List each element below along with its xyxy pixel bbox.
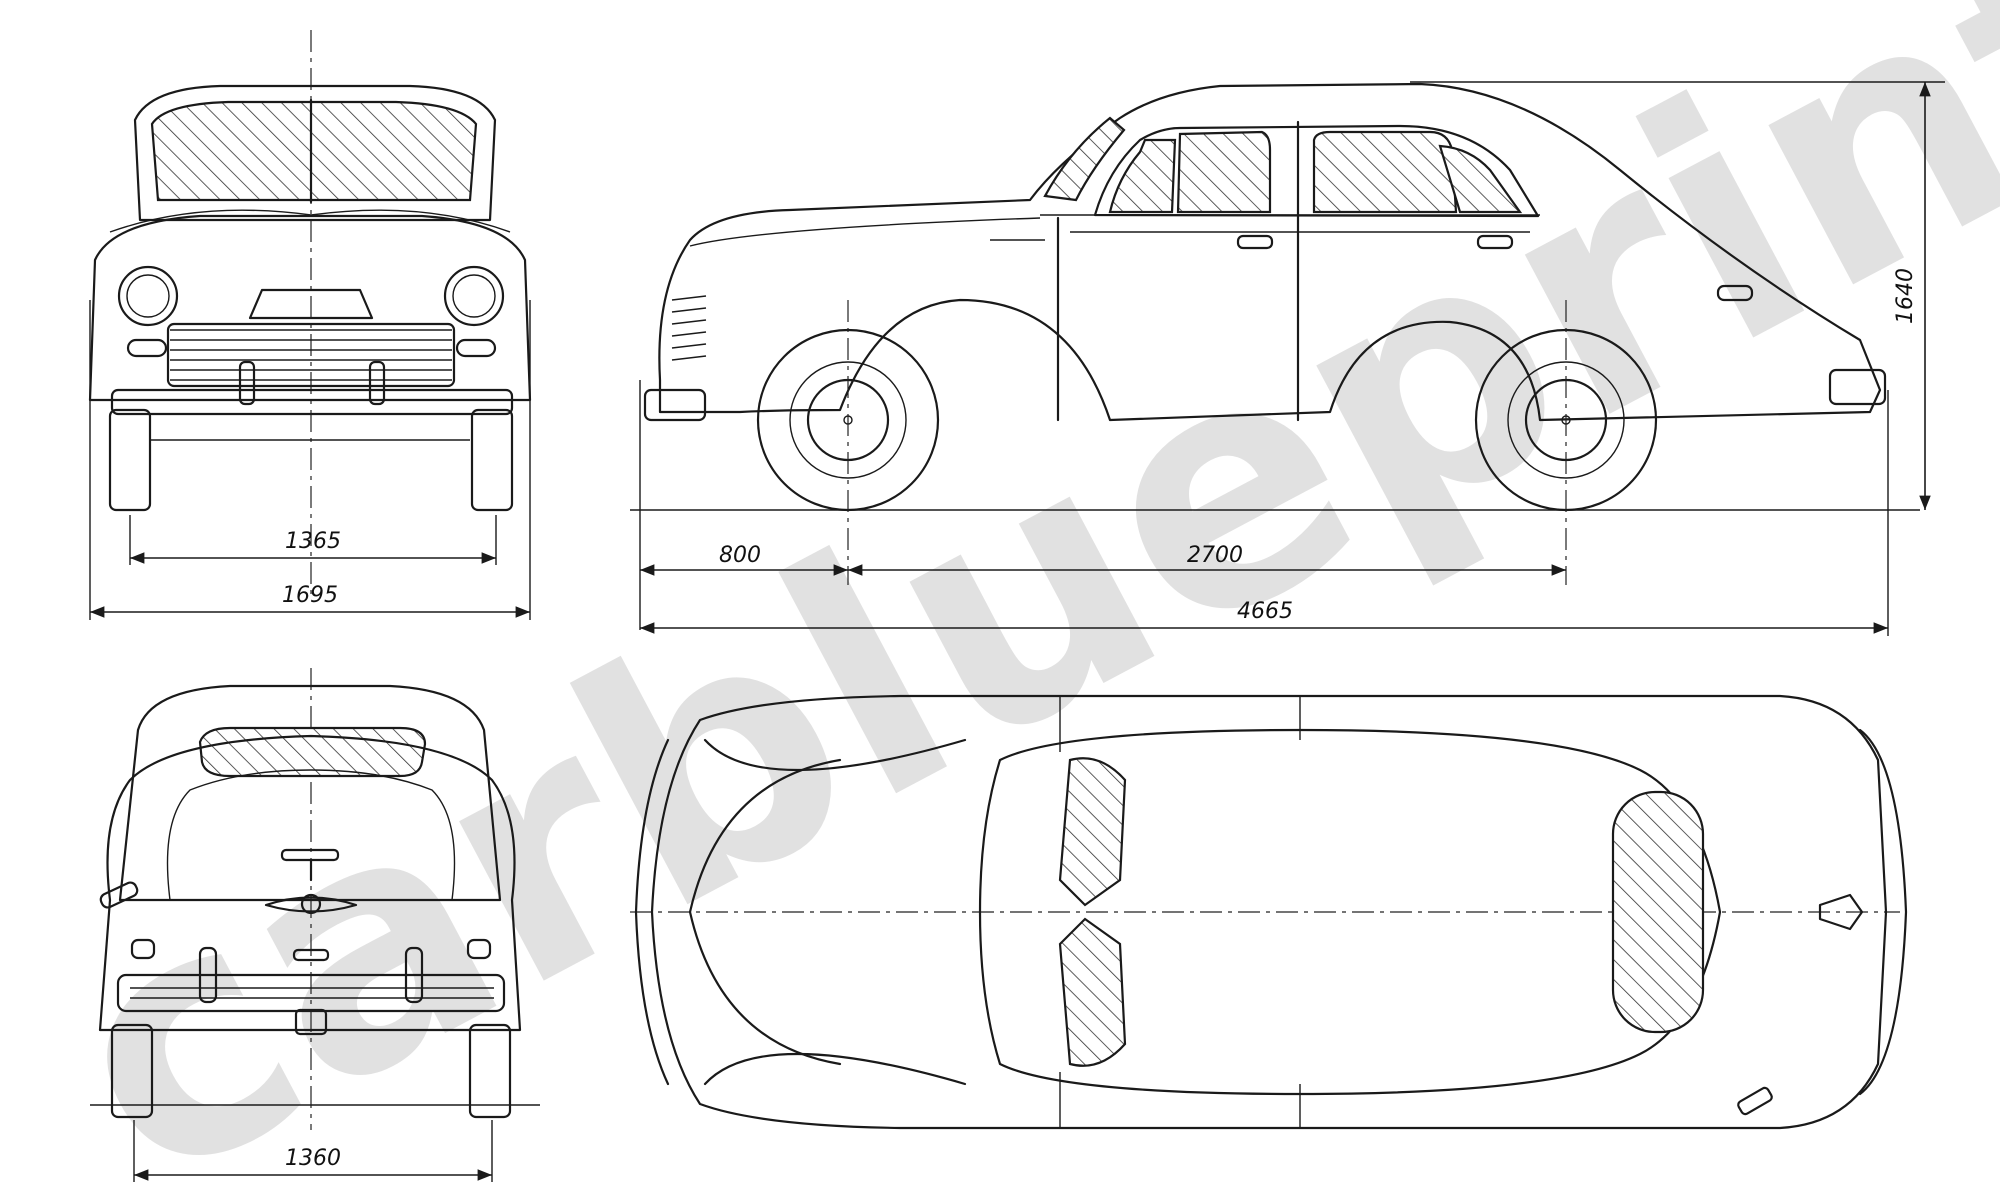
front-track-dimension: 1365 [129,515,497,565]
top-view [630,694,1908,1130]
side-view [630,82,1920,585]
overall-length-dimension: 4665 [640,390,1889,636]
overall-width-label: 1695 [282,583,338,608]
rear-track-dimension: 1360 [133,1120,493,1182]
front-overhang-dimension: 800 [639,380,848,630]
front-track-label: 1365 [285,529,341,554]
overall-width-dimension: 1695 [89,515,531,620]
rear-track-label: 1360 [285,1146,341,1171]
front-view [88,30,532,600]
rear-view [90,668,540,1130]
overall-length-label: 4665 [1237,599,1293,624]
wheelbase-label: 2700 [1187,543,1243,568]
wheelbase-dimension: 2700 [848,543,1566,576]
overall-height-label: 1640 [1893,268,1918,324]
overall-height-dimension: 1640 [1410,81,1945,510]
front-overhang-label: 800 [719,543,761,568]
